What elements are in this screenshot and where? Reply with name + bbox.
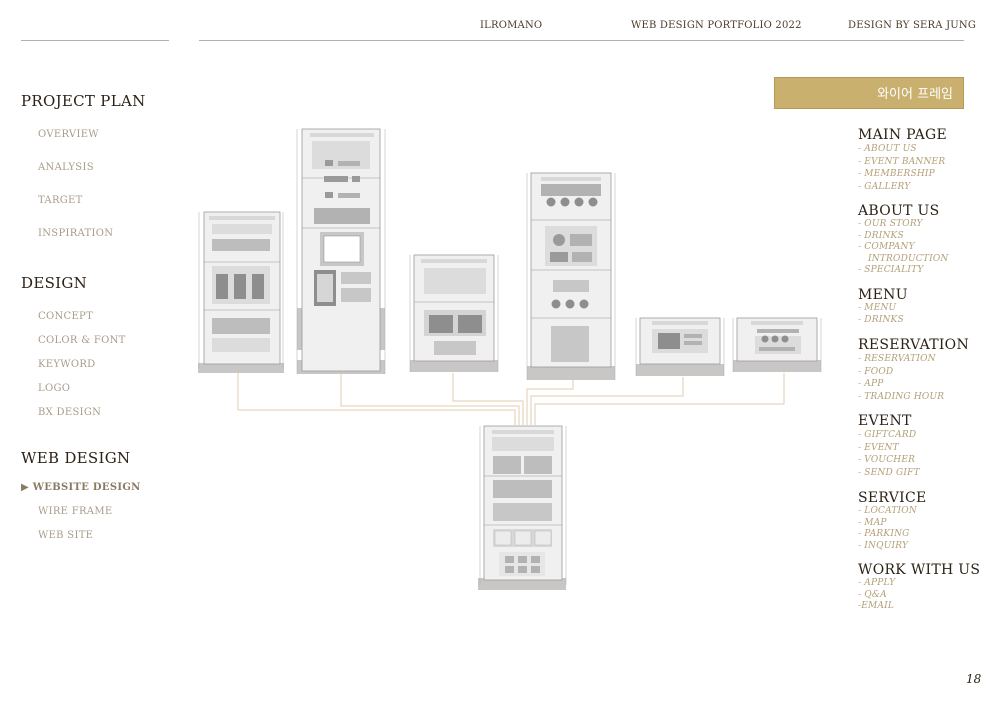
header-author: DESIGN BY SERA JUNG (848, 20, 977, 31)
nav-item-inspiration[interactable]: INSPIRATION (38, 228, 114, 239)
nav-item-web-site[interactable]: WEB SITE (38, 530, 94, 541)
sitemap-item: - Q&A (858, 589, 887, 600)
connector-work (534, 373, 785, 425)
connector-event (526, 380, 574, 425)
sitemap-item: -EMAIL (858, 601, 895, 611)
connector-reservation (452, 373, 524, 425)
nav-item-target[interactable]: TARGET (38, 195, 83, 206)
nav-item-wire-frame[interactable]: WIRE FRAME (38, 506, 113, 517)
connector-lines (237, 372, 785, 425)
sitemap-title: RESERVATION (858, 337, 970, 353)
sitemap-item: INTRODUCTION (868, 253, 949, 264)
header-portfolio-title: WEB DESIGN PORTFOLIO 2022 (631, 20, 802, 31)
wireframe-main-page (478, 425, 567, 590)
page-number: 18 (966, 672, 982, 686)
wireframe-badge: 와이어 프레임 (774, 77, 964, 109)
sitemap-main-page: MAIN PAGE - ABOUT US - EVENT BANNER - ME… (858, 128, 988, 193)
connector-menu (340, 374, 520, 425)
sitemap-title: WORK WITH US (858, 562, 981, 578)
sitemap-item: - MAP (858, 517, 887, 528)
sitemap-item: - OUR STORY (858, 219, 923, 229)
sitemap-item: - APPLY (858, 578, 896, 588)
sitemap-item: - GIFTCARD (858, 430, 917, 440)
sitemap-title: MAIN PAGE (858, 127, 948, 143)
sitemap-about-us: ABOUT US - OUR STORY - DRINKS - COMPANY … (858, 204, 988, 277)
sitemap-item: - EVENT (858, 442, 899, 453)
wireframe-reservation (409, 254, 499, 372)
sitemap-item: - MENU (858, 303, 897, 313)
sitemap-work-with-us: WORK WITH US - APPLY - Q&A -EMAIL (858, 563, 988, 613)
sitemap-title: MENU (858, 287, 908, 303)
header-rule-right (199, 40, 964, 41)
sitemap-item: - SPECIALITY (858, 265, 924, 275)
sitemap-item: - MEMBERSHIP (858, 169, 935, 179)
sitemap-item: - VOUCHER (858, 455, 916, 465)
sitemap-title: EVENT (858, 413, 912, 429)
sitemap-item: - PARKING (858, 529, 910, 539)
nav-item-overview[interactable]: OVERVIEW (38, 129, 99, 140)
sitemap-menu: MENU - MENU - DRINKS (858, 288, 988, 326)
nav-item-website-design[interactable]: ▶ WEBSITE DESIGN (21, 482, 141, 493)
sitemap-item: - COMPANY (858, 242, 915, 252)
sitemap-item: - APP (858, 379, 884, 389)
sitemap-reservation: RESERVATION - RESERVATION - FOOD - APP -… (858, 338, 988, 403)
sitemap-item: - ABOUT US (858, 144, 917, 154)
nav-item-analysis[interactable]: ANALYSIS (38, 162, 94, 173)
wireframe-work-with-us (732, 317, 822, 372)
sitemap-title: SERVICE (858, 490, 927, 506)
header-rule-left (21, 40, 169, 41)
sitemap-item: - GALLERY (858, 181, 911, 192)
wireframe-about-us (198, 211, 284, 373)
connector-service (530, 377, 684, 425)
sitemap-service: SERVICE - LOCATION - MAP - PARKING - INQ… (858, 491, 988, 552)
sitemap-item: - DRINKS (858, 230, 904, 241)
sitemap-title: ABOUT US (858, 203, 940, 219)
nav-item-color-font[interactable]: COLOR & FONT (38, 335, 126, 346)
wireframe-badge-label: 와이어 프레임 (877, 87, 953, 102)
wireframe-event (526, 172, 616, 380)
nav-section-design[interactable]: DESIGN (21, 274, 88, 292)
nav-section-project-plan[interactable]: PROJECT PLAN (21, 92, 146, 110)
sitemap-item: - SEND GIFT (858, 467, 920, 478)
sitemap-item: - LOCATION (858, 506, 917, 516)
nav-section-web-design[interactable]: WEB DESIGN (21, 449, 131, 467)
nav-item-bx-design[interactable]: BX DESIGN (38, 407, 102, 418)
nav-item-concept[interactable]: CONCEPT (38, 311, 94, 322)
sitemap-item: - FOOD (858, 366, 894, 377)
nav-item-keyword[interactable]: KEYWORD (38, 359, 96, 370)
nav-item-logo[interactable]: LOGO (38, 383, 71, 394)
sitemap-item: - EVENT BANNER (858, 156, 946, 167)
wireframe-menu (296, 128, 386, 374)
sitemap-item: - INQUIRY (858, 540, 909, 551)
sitemap-item: - RESERVATION (858, 354, 936, 364)
sitemap-event: EVENT - GIFTCARD - EVENT - VOUCHER - SEN… (858, 414, 988, 479)
wireframe-service (635, 317, 725, 376)
sitemap-item: - DRINKS (858, 314, 904, 325)
connector-about (237, 372, 516, 425)
sitemap-item: - TRADING HOUR (858, 391, 945, 402)
header-brand: ILROMANO (480, 20, 543, 31)
